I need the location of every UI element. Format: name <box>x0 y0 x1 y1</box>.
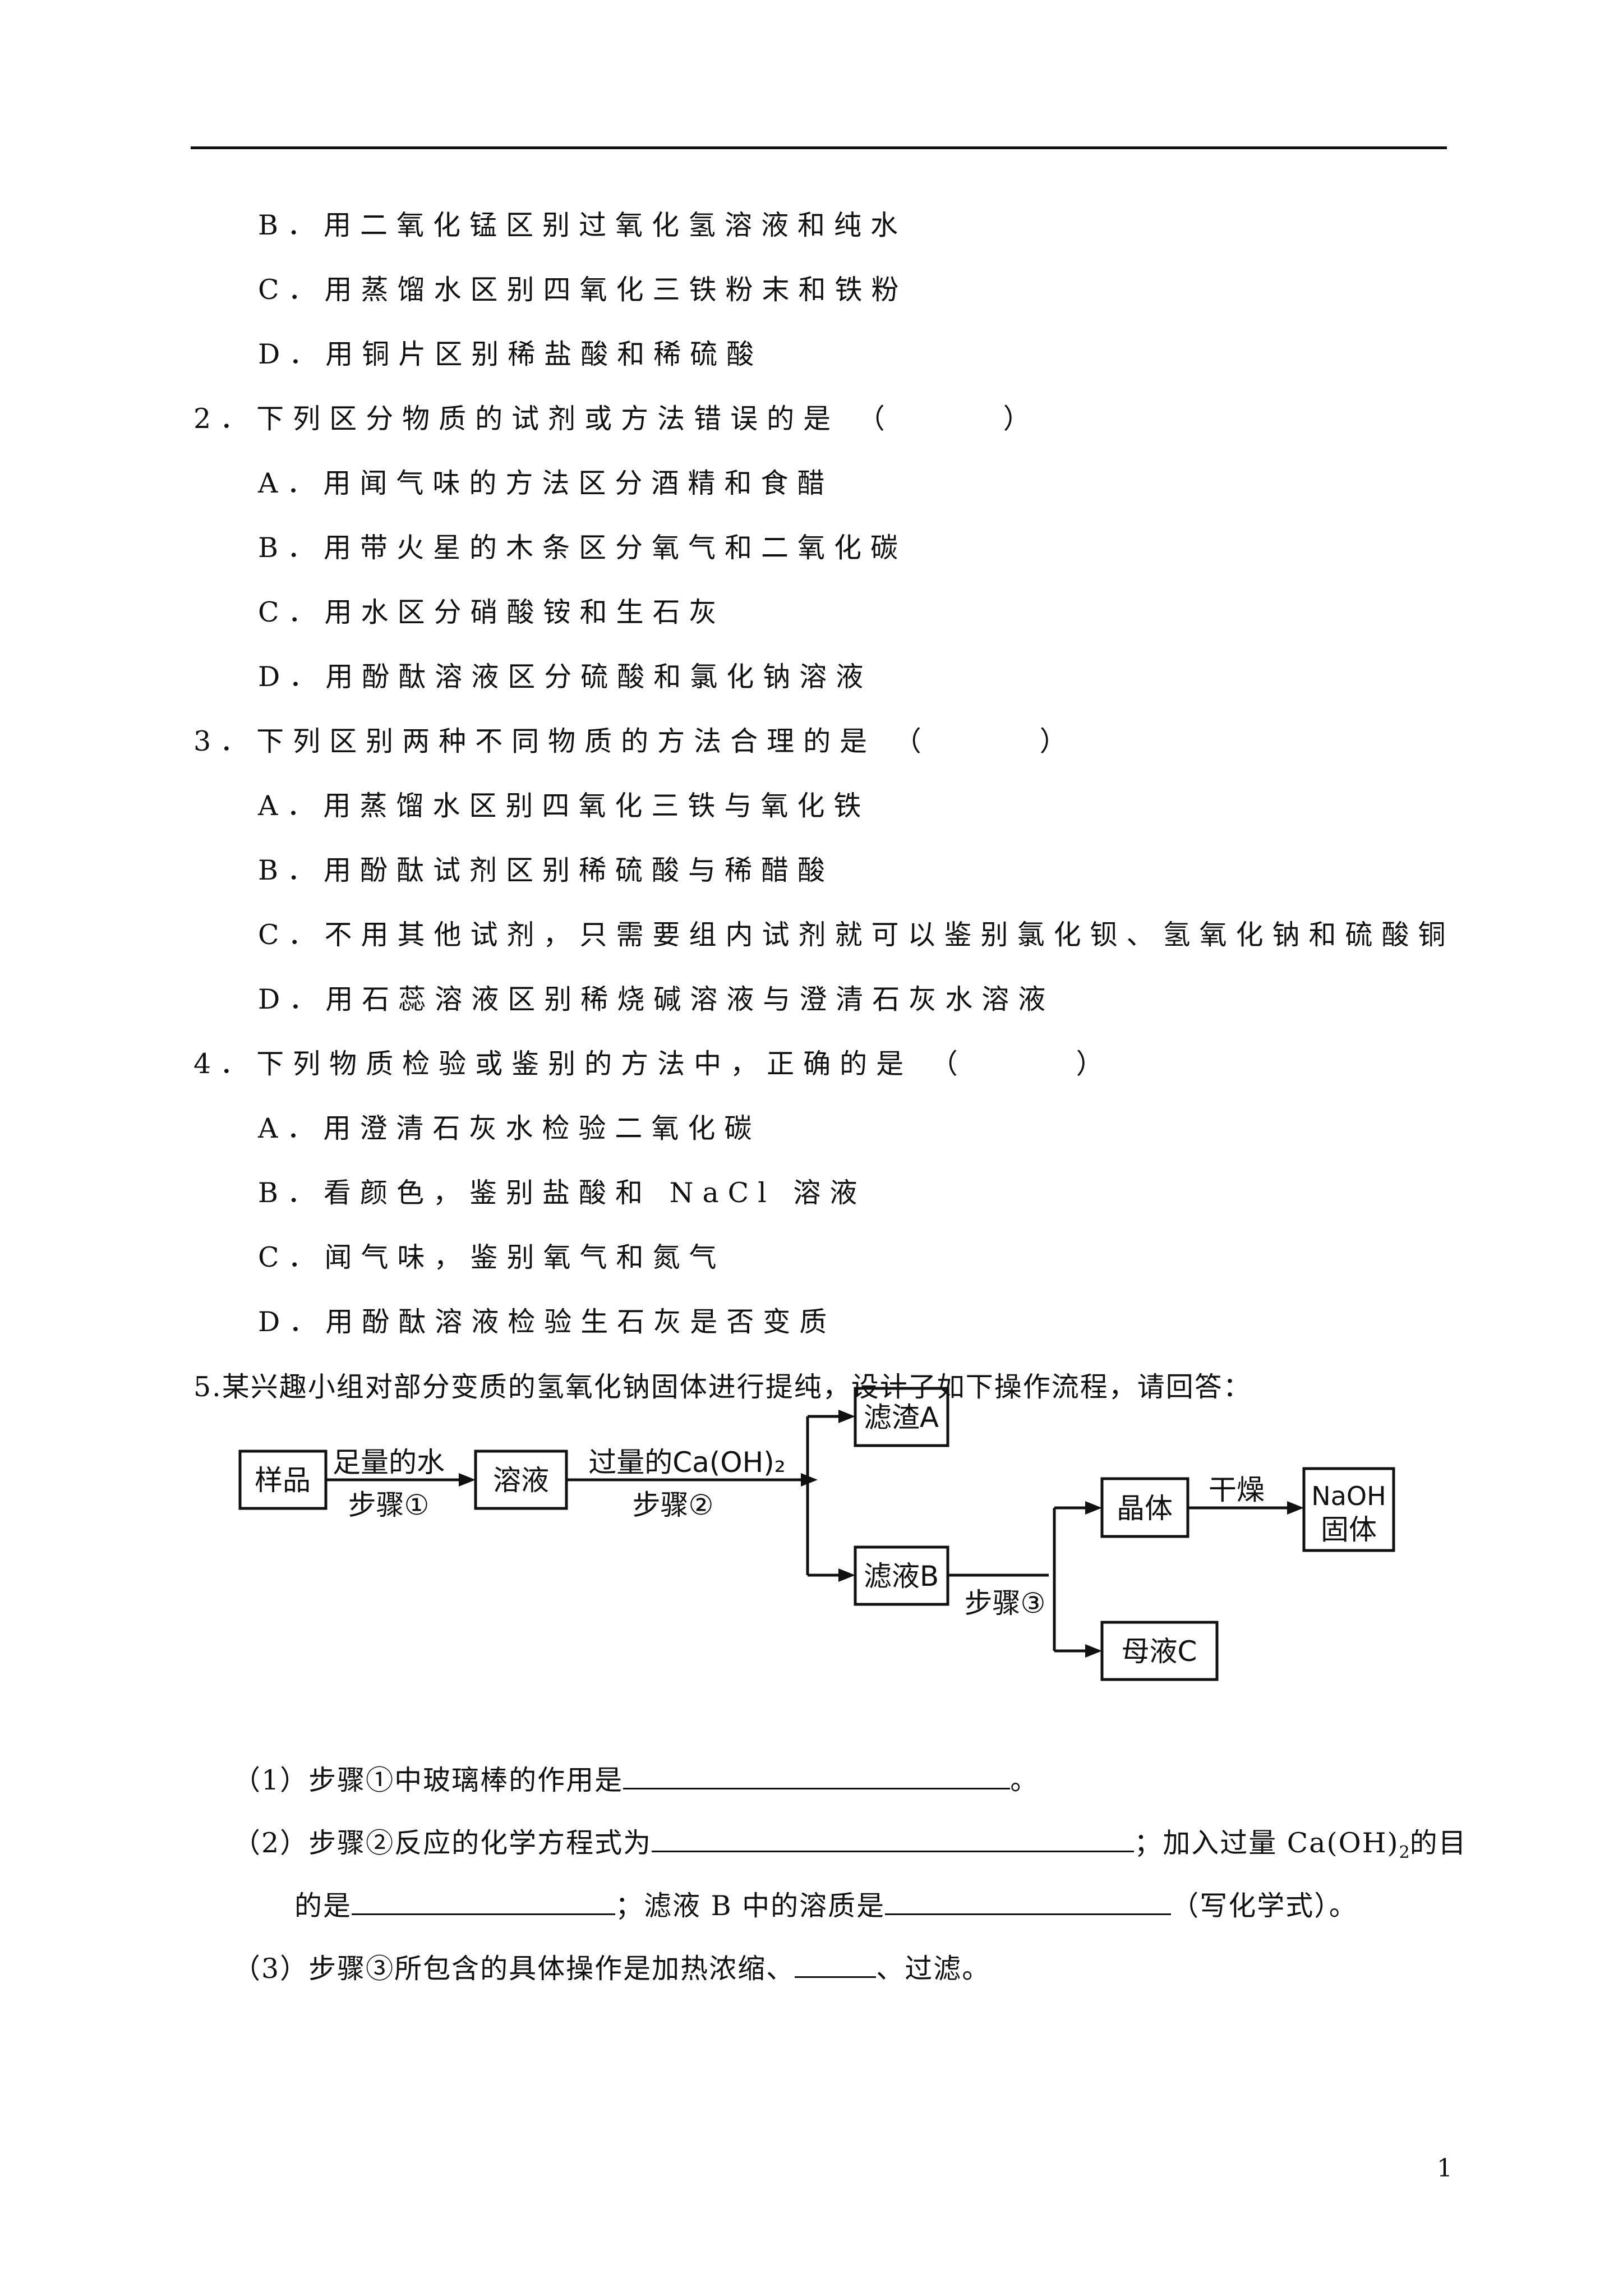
label-excess-caoh2: 过量的Ca(OH)₂ <box>588 1446 786 1479</box>
box-crystal <box>1100 1477 1189 1538</box>
label-naoh: NaOH <box>1311 1481 1386 1511</box>
arrow-head-6 <box>1085 1644 1102 1658</box>
question-4: 4．下列物质检验或鉴别的方法中，正确的是 （ ） <box>193 1048 1113 1080</box>
arrow-head-4 <box>838 1568 855 1582</box>
option-d: D．用铜片区别稀盐酸和稀硫酸 <box>258 338 763 370</box>
q3-text: （3）步骤③所包含的具体操作是加热浓缩、 <box>233 1953 795 1985</box>
q4-option-b: B．看颜色，鉴别盐酸和 NaCl 溶液 <box>258 1177 866 1209</box>
q1-text: （1）步骤①中玻璃棒的作用是 <box>233 1764 624 1796</box>
q2-option-b: B．用带火星的木条区分氧气和二氧化碳 <box>258 532 907 564</box>
q2-purpose-label: 的是 <box>294 1890 352 1922</box>
arrow-head-3 <box>838 1410 855 1423</box>
box-mother-c <box>1100 1621 1219 1681</box>
q2-purpose-end: 的目 <box>1409 1827 1467 1859</box>
q3-option-c: C．不用其他试剂，只需要组内试剂就可以鉴别氯化钡、氢氧化钠和硫酸铜 <box>258 919 1455 951</box>
box-sample <box>238 1450 328 1510</box>
option-b: B．用二氧化锰区别过氧化氢溶液和纯水 <box>258 209 907 241</box>
box-filtrate-b <box>854 1545 949 1606</box>
q2-option-c: C．用水区分硝酸铵和生石灰 <box>258 596 726 628</box>
subquestion-2-cont: 的是 ；滤液 B 中的溶质是 （写化学式）。 <box>294 1889 1358 1923</box>
header-rule <box>191 146 1447 149</box>
q1-answer-blank[interactable] <box>623 1763 1011 1789</box>
q3-end: 、过滤。 <box>876 1953 991 1985</box>
label-crystal: 晶体 <box>1117 1492 1173 1525</box>
q4-option-c: C．闻气味，鉴别氧气和氮气 <box>258 1241 726 1273</box>
subquestion-1: （1）步骤①中玻璃棒的作用是 。 <box>233 1763 1039 1797</box>
label-enough-water: 足量的水 <box>333 1446 445 1479</box>
q3-operation-blank[interactable] <box>795 1952 877 1978</box>
q2-option-a: A．用闻气味的方法区分酒精和食醋 <box>258 467 834 499</box>
label-filtrate-b: 滤液B <box>864 1560 939 1593</box>
q2-solute-text: ；滤液 B 中的溶质是 <box>615 1890 886 1922</box>
q2-purpose-text: ；加入过量 Ca(OH) <box>1134 1827 1399 1859</box>
q2-subscript: 2 <box>1399 1843 1410 1862</box>
page-number: 1 <box>1437 2154 1453 2183</box>
arrow-head-1 <box>459 1473 476 1487</box>
label-mother-c: 母液C <box>1122 1635 1197 1668</box>
q4-option-a: A．用澄清石灰水检验二氧化碳 <box>258 1112 761 1144</box>
box-naoh <box>1302 1467 1395 1552</box>
q2-purpose-blank[interactable] <box>352 1889 616 1915</box>
option-c: C．用蒸馏水区别四氧化三铁粉末和铁粉 <box>258 274 908 306</box>
question-2: 2．下列区分物质的试剂或方法错误的是 （ ） <box>193 403 1040 435</box>
q2-text: （2）步骤②反应的化学方程式为 <box>233 1827 652 1859</box>
question-3: 3．下列区别两种不同物质的方法合理的是 （ ） <box>193 725 1076 757</box>
arrow-head-7 <box>1287 1501 1304 1515</box>
label-step3: 步骤③ <box>965 1587 1046 1619</box>
label-dry: 干燥 <box>1209 1474 1265 1506</box>
label-step1: 步骤① <box>348 1489 430 1521</box>
q2-solute-blank[interactable] <box>885 1889 1172 1915</box>
box-solution <box>474 1450 568 1510</box>
question-5: 5.某兴趣小组对部分变质的氢氧化钠固体进行提纯，设计了如下操作流程，请回答： <box>193 1371 1252 1403</box>
label-solid: 固体 <box>1321 1513 1377 1546</box>
q4-option-d: D．用酚酞溶液检验生石灰是否变质 <box>258 1306 836 1338</box>
label-step2: 步骤② <box>633 1489 714 1521</box>
q2-option-d: D．用酚酞溶液区分硫酸和氯化钠溶液 <box>258 661 873 693</box>
q3-option-b: B．用酚酞试剂区别稀硫酸与稀醋酸 <box>258 854 834 886</box>
q1-end: 。 <box>1010 1764 1039 1796</box>
label-solution: 溶液 <box>493 1464 549 1497</box>
subquestion-2: （2）步骤②反应的化学方程式为 ；加入过量 Ca(OH)2的目 <box>233 1826 1467 1870</box>
subquestion-3: （3）步骤③所包含的具体操作是加热浓缩、 、过滤。 <box>233 1952 990 1986</box>
arrow-head-5 <box>1085 1501 1102 1515</box>
q2-equation-blank[interactable] <box>652 1826 1135 1852</box>
q2-formula-note: （写化学式）。 <box>1171 1890 1358 1922</box>
q3-option-a: A．用蒸馏水区别四氧化三铁与氧化铁 <box>258 790 870 822</box>
label-residue-a: 滤渣A <box>864 1401 939 1434</box>
label-sample: 样品 <box>255 1464 311 1497</box>
arrow-head-2 <box>801 1473 818 1487</box>
q3-option-d: D．用石蕊溶液区别稀烧碱溶液与澄清石灰水溶液 <box>258 983 1055 1015</box>
